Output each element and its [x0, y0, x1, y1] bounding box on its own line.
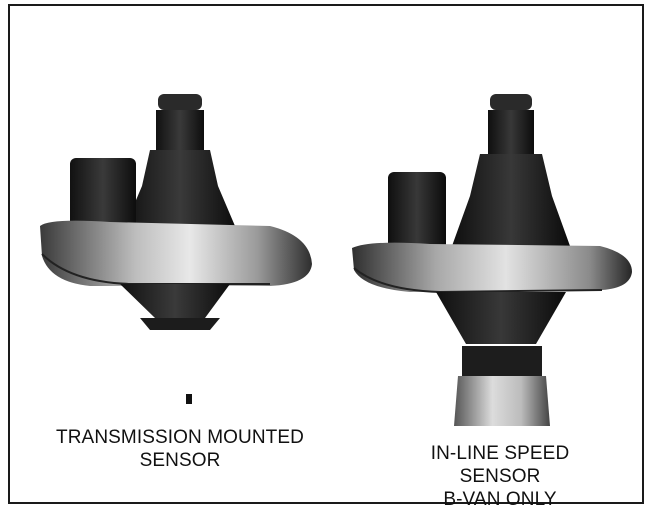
caption-line: IN-LINE SPEED	[430, 443, 570, 464]
transmission-sensor-photo	[30, 86, 320, 406]
caption-line: SENSOR	[139, 450, 221, 471]
caption-line: TRANSMISSION MOUNTED	[56, 427, 304, 448]
caption-line: SENSOR	[459, 466, 541, 487]
figure-frame: TRANSMISSION MOUNTED SENSOR IN-LINE SPEE…	[8, 4, 644, 510]
caption-line: B-VAN ONLY	[443, 489, 557, 510]
inline-sensor-caption: IN-LINE SPEED SENSOR B-VAN ONLY	[370, 442, 630, 511]
inline-speed-sensor-photo	[340, 86, 640, 426]
transmission-sensor-caption: TRANSMISSION MOUNTED SENSOR	[30, 426, 330, 472]
